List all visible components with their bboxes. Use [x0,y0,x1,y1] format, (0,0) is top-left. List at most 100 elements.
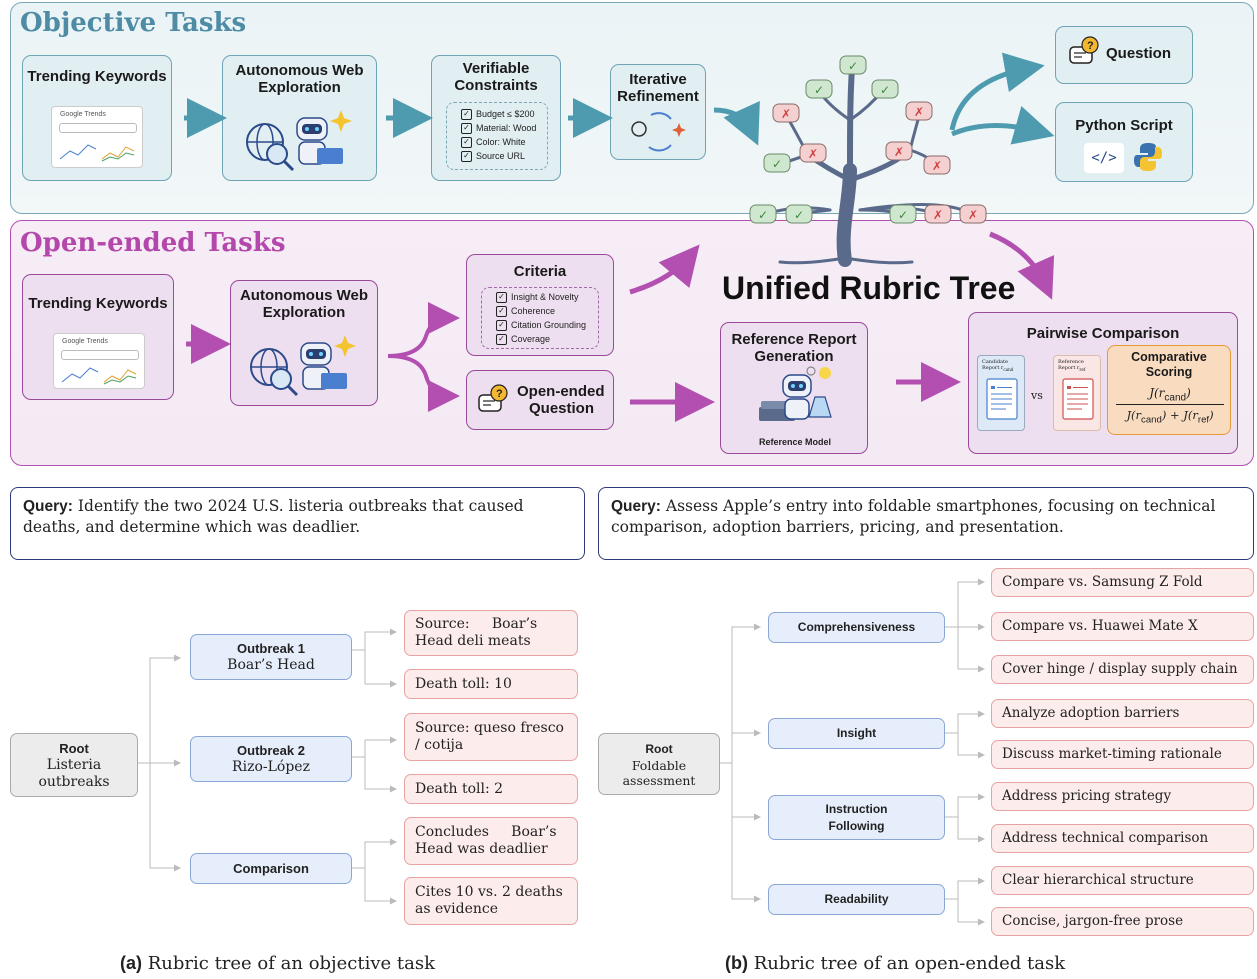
tree-a-leaf: Death toll: 10 [404,669,578,699]
tree-b-leaf: Address technical comparison [991,824,1254,853]
fraction-bar [1116,404,1224,405]
svg-text:?: ? [1087,40,1094,52]
tree-a-criterion: Outbreak 2 Rizo-López [190,736,352,782]
query-b-box: Query: Assess Apple’s entry into foldabl… [598,487,1254,560]
arrow [387,354,460,412]
python-card: Python Script </> [1055,102,1193,182]
ref-model-label: Reference Model [758,437,832,447]
check-node-icon: ✓ [763,153,791,173]
tree-b-leaf: Clear hierarchical structure [991,866,1254,895]
query-a-box: Query: Identify the two 2024 U.S. lister… [10,487,585,560]
arrow [989,231,1055,300]
cand-label-1: Candidate [982,359,1008,365]
checkbox-icon: ✓ [461,108,472,120]
python-label: Python Script [1075,117,1173,134]
checkbox-icon: ✓ [496,291,507,303]
svg-text:✓: ✓ [794,208,804,222]
robot-web-icon [246,110,352,172]
tree-b-leaf: Cover hinge / display supply chain [991,655,1254,684]
oq-title-1: Open-ended [517,383,605,400]
obj-refine-card: Iterative Refinement [610,64,706,160]
obj-trending-title: Trending Keywords [27,68,167,85]
open-trending-card: Trending Keywords Google Trends [22,274,174,400]
open-web-title-1: Autonomous Web [239,287,369,304]
obj-web-title-2: Exploration [258,79,341,96]
tree-a-leaf: Death toll: 2 [404,774,578,804]
google-trends-thumbnail: Google Trends [53,333,145,389]
ref-label-1: Reference [1058,359,1084,365]
arrow [387,302,460,358]
checkbox-icon: ✓ [496,319,507,331]
question-bubble-icon: ? [1069,36,1099,64]
constraint-item: ✓Source URL [461,149,547,163]
pairwise-card: Pairwise Comparison Candidate Report rca… [968,312,1238,454]
svg-text:✓: ✓ [880,83,890,97]
candidate-report: Candidate Report rcand [977,355,1025,431]
criteria-list: ✓Insight & Novelty ✓Coherence ✓Citation … [481,287,599,349]
tree-a-criterion: Comparison [190,853,352,884]
query-a-text: Identify the two 2024 U.S. listeria outb… [23,497,524,536]
check-node-icon: ✓ [785,204,813,224]
tree-b-leaf: Analyze adoption barriers [991,699,1254,728]
tree-b-leaf: Compare vs. Samsung Z Fold [991,568,1254,597]
cross-node-icon: ✗ [924,204,952,224]
tree-b-leaf: Compare vs. Huawei Mate X [991,612,1254,641]
tree-b-leaf: Discuss market-timing rationale [991,740,1254,769]
tree-b-criterion: Instruction Following [768,795,945,840]
comparative-scoring-box: Comparative Scoring J(rcand) J(rcand) + … [1107,345,1231,435]
tree-a-root: Root Listeria outbreaks [10,733,138,797]
oq-title-2: Question [529,400,595,417]
tree-b-root: Root Foldable assessment [598,733,720,795]
open-trending-title: Trending Keywords [28,295,168,312]
ref-gen-title-2: Generation [754,348,834,365]
objective-title: Objective Tasks [20,8,247,38]
obj-web-title-1: Autonomous Web [235,62,364,79]
formula-denominator: J(rcand) + J(rref) [1126,408,1214,426]
checkbox-icon: ✓ [496,305,507,317]
obj-web-card: Autonomous Web Exploration [222,55,377,181]
criterion-item: ✓Coverage [496,332,598,346]
cross-node-icon: ✗ [905,101,933,121]
question-label: Question [1106,45,1172,62]
open-web-title-2: Exploration [262,304,346,321]
python-logo-icon [1134,143,1162,171]
svg-text:✓: ✓ [758,208,768,222]
vs-label: vs [1031,389,1043,402]
svg-text:✓: ✓ [814,83,824,97]
ref-gen-title-1: Reference Report [731,331,857,348]
caption-b: (b) Rubric tree of an open-ended task [725,953,1066,974]
tree-b-criterion: Comprehensiveness [768,612,945,643]
check-node-icon: ✓ [889,204,917,224]
query-b-label: Query: [611,498,661,515]
refine-title-2: Refinement [617,88,699,105]
checkbox-icon: ✓ [461,122,472,134]
check-node-icon: ✓ [749,204,777,224]
cross-node-icon: ✗ [959,204,987,224]
reference-report: Reference Report rref [1053,355,1101,431]
cand-label-2: Report r [982,365,1004,371]
tree-a-criterion: Outbreak 1 Boar’s Head [190,634,352,680]
refine-cycle-icon [631,112,686,152]
trends-search-box [59,123,137,133]
question-bubble-icon: ? [478,384,508,412]
check-node-icon: ✓ [839,55,867,75]
formula-numerator: J(rcand) [1149,386,1191,404]
criteria-card: Criteria ✓Insight & Novelty ✓Coherence ✓… [466,254,614,356]
arrow [713,100,760,146]
svg-text:✗: ✗ [933,208,943,222]
criterion-item: ✓Citation Grounding [496,318,598,332]
criteria-title: Criteria [513,263,567,280]
constraint-item: ✓Color: White [461,135,547,149]
constraints-list: ✓Budget ≤ $200 ✓Material: Wood ✓Color: W… [446,102,548,170]
svg-text:✓: ✓ [848,59,858,73]
caption-a: (a) Rubric tree of an objective task [120,953,436,974]
cross-node-icon: ✗ [772,103,800,123]
arrow [949,52,1045,131]
ref-gen-card: Reference Report Generation Reference Mo… [720,322,868,454]
constraints-title-2: Constraints [454,77,538,94]
refine-title-1: Iterative [629,71,687,88]
